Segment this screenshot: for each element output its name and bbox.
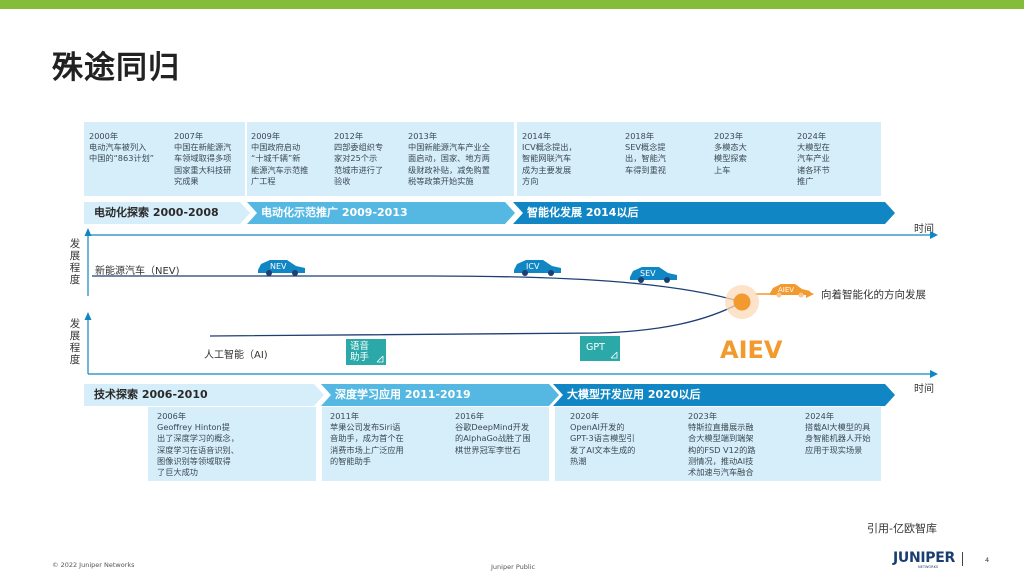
ev-event: 2024年 大模型在 汽车产业 诸各环节 推广 — [797, 131, 830, 186]
ev-event: 2012年 四部委组织专 家对25个示 范城市进行了 验收 — [334, 131, 384, 186]
ai-phase-arrow-2: 深度学习应用 2011-2019 — [321, 384, 559, 406]
voice-assistant-chip: 语音 助手 — [346, 339, 386, 365]
ev-events-box-2 — [247, 122, 514, 196]
gpt-chip: GPT — [580, 336, 620, 361]
ai-line-label: 人工智能（AI) — [204, 350, 268, 361]
ev-time-axis-label: 时间 — [914, 224, 934, 235]
ai-phase-arrow-3: 大模型开发应用 2020以后 — [553, 384, 895, 406]
ai-event: 2024年 搭载AI大模型的具 身智能机器人开始 应用于现实场景 — [805, 411, 871, 455]
car-icon-icv: ICV — [514, 260, 561, 276]
classification-footer: Juniper Public — [491, 563, 536, 571]
ev-event: 2014年 ICV概念提出， 智能网联汽车 成为主要发展 方向 — [522, 131, 577, 186]
ai-y-axis-arrowhead — [84, 312, 92, 320]
juniper-logo-sub: NETWORKS — [918, 565, 939, 569]
ai-event: 2020年 OpenAI开发的 GPT-3语言模型引 发了AI文本生成的 热潮 — [570, 411, 636, 466]
aiev-label: AIEV — [720, 336, 783, 364]
nev-line-label: 新能源汽车（NEV) — [95, 266, 180, 277]
ev-event: 2013年 中国新能源汽车产业全 面启动，国家、地方两 级财政补贴，减免购置 税… — [408, 131, 490, 186]
car-nev-label: NEV — [270, 262, 287, 271]
ai-time-axis-arrowhead — [930, 370, 938, 378]
aiev-glow — [725, 285, 759, 319]
car-aiev-label: AIEV — [778, 286, 794, 294]
ai-phase-arrow-1: 技术探索 2006-2010 — [84, 384, 324, 406]
copyright-footer: © 2022 Juniper Networks — [52, 561, 135, 569]
nev-curve — [92, 275, 743, 303]
ai-event: 2011年 苹果公司发布Siri语 音助手，成为首个在 消费市场上广泛应用 的智… — [330, 411, 404, 466]
ev-event: 2023年 多模态大 模型探索 上车 — [714, 131, 747, 175]
ev-event: 2007年 中国在新能源汽 车领域取得多项 国家重大科技研 究成果 — [174, 131, 232, 186]
car-icon-nev: NEV — [258, 260, 305, 276]
chip-corner-icon — [376, 355, 384, 363]
ev-y-axis-arrowhead — [84, 228, 92, 236]
ev-phase-arrow-3: 智能化发展 2014以后 — [513, 202, 895, 224]
car-icon-aiev: AIEV — [770, 284, 810, 298]
car-icv-label: ICV — [526, 262, 540, 271]
footer-divider — [962, 552, 963, 566]
ev-phase-arrow-2: 电动化示范推广 2009-2013 — [247, 202, 515, 224]
ai-events-box-1 — [148, 407, 316, 481]
ev-event: 2000年 电动汽车被列入 中国的“863计划” — [89, 131, 155, 164]
ev-y-axis-label: 发展程度 — [69, 238, 81, 286]
ai-event: 2016年 谷歌DeepMind开发 的AlphaGo战胜了围 棋世界冠军李世石 — [455, 411, 531, 455]
ev-phase-arrow-1: 电动化探索 2000-2008 — [84, 202, 250, 224]
voice-assistant-label: 语音 助手 — [350, 341, 370, 363]
ev-events-box-1 — [84, 122, 245, 196]
juniper-logo: JUNIPER — [893, 550, 956, 566]
ev-event: 2018年 SEV概念提 出，智能汽 车得到重视 — [625, 131, 666, 175]
page-number: 4 — [985, 556, 990, 564]
ai-event: 2006年 Geoffrey Hinton提 出了深度学习的概念， 深度学习在语… — [157, 411, 239, 478]
car-sev-label: SEV — [640, 269, 656, 278]
ai-curve — [209, 301, 743, 337]
ai-y-axis-label: 发展程度 — [69, 318, 81, 366]
ai-event: 2023年 特斯拉直播展示融 合大模型端到端架 构的FSD V12的路 测情况，… — [688, 411, 756, 478]
ai-time-axis-label: 时间 — [914, 384, 934, 395]
direction-label: 向着智能化的方向发展 — [821, 289, 926, 301]
ai-events-box-2 — [322, 407, 549, 481]
ev-events-box-3 — [517, 122, 881, 196]
top-accent-bar — [0, 0, 1024, 9]
ev-event: 2009年 中国政府启动 “十城千辆”新 能源汽车示范推 广工程 — [251, 131, 309, 186]
gpt-label: GPT — [586, 342, 605, 353]
reference-note: 引用-亿欧智库 — [867, 522, 937, 535]
car-icon-sev: SEV — [630, 267, 677, 283]
chip-corner-icon — [610, 351, 618, 359]
aiev-dot — [733, 293, 751, 311]
direction-arrow-head — [806, 290, 814, 298]
slide-title: 殊途同归 — [52, 50, 180, 86]
ai-events-box-3 — [555, 407, 881, 481]
